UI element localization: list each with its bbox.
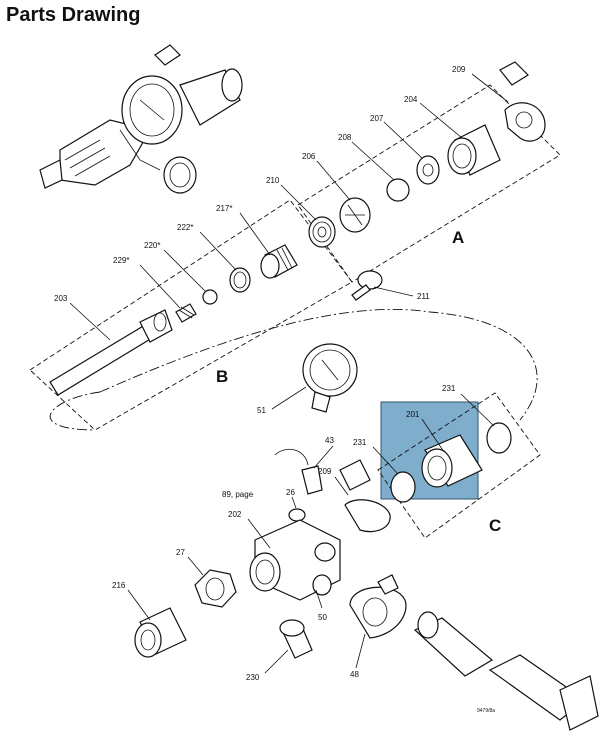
part-label-209-top: 209 — [452, 65, 466, 74]
part-label-203: 203 — [54, 294, 68, 303]
dashdot-enclosure-b — [49, 391, 101, 431]
group-label-c: C — [489, 516, 501, 535]
part-217-cylinder-icon — [260, 244, 298, 279]
part-label-210: 210 — [266, 176, 280, 185]
part-204-ferrule-icon — [447, 124, 501, 176]
part-label-206: 206 — [302, 152, 316, 161]
part-43-sensor-icon — [274, 448, 323, 495]
group-label-b: B — [216, 367, 228, 386]
part-203-rod-icon — [49, 309, 173, 396]
part-209-clamp-lower-icon — [339, 459, 391, 533]
part-202-manifold-icon — [249, 519, 341, 601]
group-label-a: A — [452, 228, 464, 247]
part-208-ball-icon — [386, 178, 410, 202]
part-label-43: 43 — [325, 436, 334, 445]
part-label-51: 51 — [257, 406, 266, 415]
part-label-50: 50 — [318, 613, 327, 622]
part-label-231-right: 231 — [442, 384, 456, 393]
part-51-gauge-icon — [302, 343, 358, 413]
part-220-ball-icon — [202, 289, 218, 305]
leader-lines — [69, 73, 509, 674]
part-210-disc-icon — [308, 216, 336, 248]
part-label-204: 204 — [404, 95, 418, 104]
drawing-code: 9479/8a — [477, 708, 495, 714]
part-label-89: 89, page — [222, 490, 254, 499]
part-201-cylinder-icon — [421, 434, 483, 488]
part-label-208: 208 — [338, 133, 352, 142]
part-206-seat-icon — [339, 197, 371, 233]
part-label-48: 48 — [350, 670, 359, 679]
part-label-26: 26 — [286, 488, 295, 497]
group-b-outline — [29, 199, 353, 431]
part-229-spring-icon — [175, 303, 197, 323]
part-label-231-left: 231 — [353, 438, 367, 447]
group-a-outline — [297, 84, 561, 283]
part-216-fitting-icon — [134, 607, 187, 658]
part-label-229: 229* — [113, 256, 129, 265]
part-label-222: 222* — [177, 223, 193, 232]
part-label-209-lower: 209 — [318, 467, 332, 476]
part-label-207: 207 — [370, 114, 384, 123]
part-230-adapter-icon — [279, 619, 313, 659]
part-231-oring-right-icon — [486, 422, 512, 454]
dashdot-enclosure — [99, 308, 538, 421]
page-title: Parts Drawing — [6, 4, 141, 26]
part-211-valve-stem-icon — [351, 270, 383, 301]
part-222-ring-icon — [229, 267, 251, 293]
part-label-216: 216 — [112, 581, 126, 590]
group-c-outline — [377, 392, 541, 539]
part-label-27: 27 — [176, 548, 185, 557]
part-label-201: 201 — [406, 410, 420, 419]
assembled-pump-icon — [39, 44, 243, 194]
suction-tube-icon — [413, 611, 599, 731]
part-231-oring-left-icon — [390, 471, 416, 503]
part-207-washer-icon — [416, 155, 440, 185]
part-label-202: 202 — [228, 510, 242, 519]
part-label-220: 220* — [144, 241, 160, 250]
part-48-clamp-icon — [349, 574, 407, 639]
part-label-230: 230 — [246, 673, 260, 682]
part-26-oring-icon — [288, 508, 306, 522]
part-27-nut-icon — [194, 569, 237, 608]
part-label-217: 217* — [216, 204, 232, 213]
part-label-211: 211 — [417, 292, 430, 301]
part-209-clamp-top-icon — [499, 61, 546, 142]
